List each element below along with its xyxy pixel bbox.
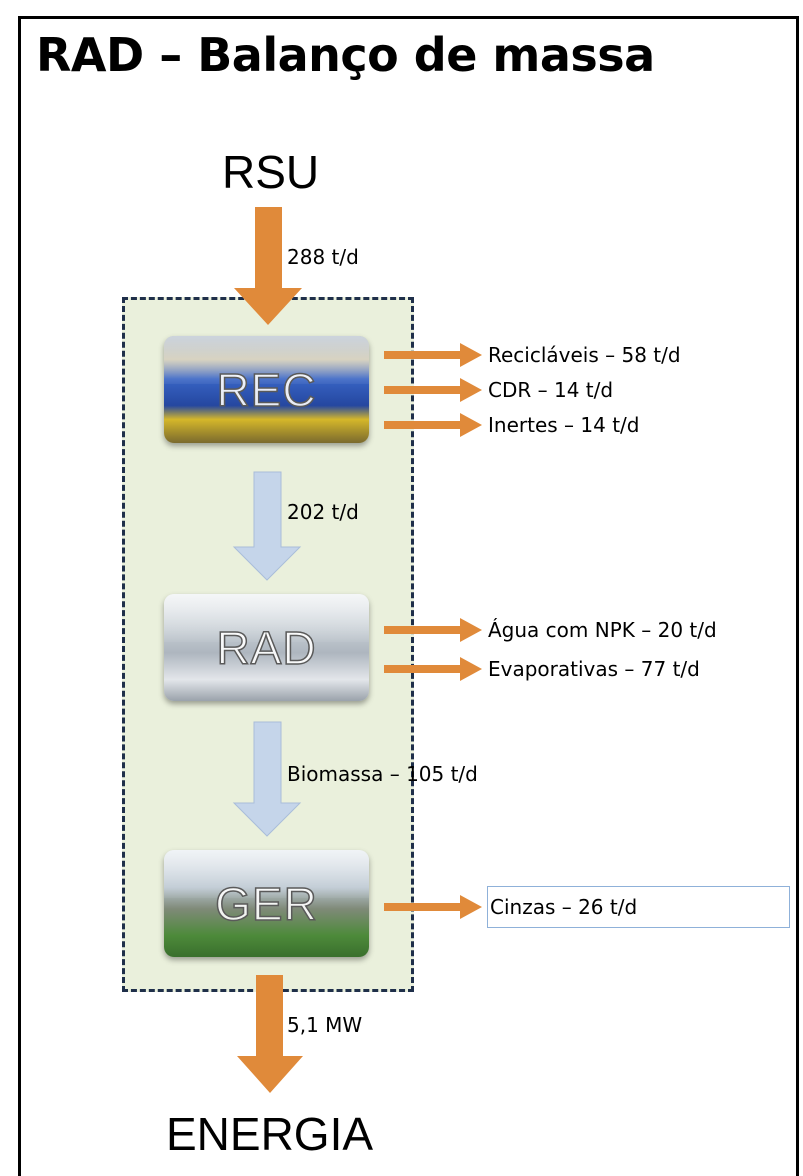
output-evaporativas: Evaporativas – 77 t/d (488, 657, 700, 681)
output-inertes: Inertes – 14 t/d (488, 413, 640, 437)
selected-textbox[interactable] (487, 886, 790, 928)
output-reciclaveis: Recicláveis – 58 t/d (488, 343, 681, 367)
page-title: RAD – Balanço de massa (36, 28, 655, 82)
node-ger: GER (164, 850, 369, 957)
rec-output-arrow-3 (384, 413, 482, 437)
node-rec: REC (164, 336, 369, 443)
rad-to-ger-arrow (232, 721, 302, 837)
rad-output-arrow-1 (384, 618, 482, 642)
rec-output-arrow-2 (384, 378, 482, 402)
output-label-energia: ENERGIA (166, 1108, 374, 1160)
rad-output-arrow-2 (384, 657, 482, 681)
node-gloss (164, 336, 369, 385)
rad-output-arrows (384, 618, 482, 681)
input-label-rsu: RSU (222, 146, 320, 198)
node-gloss (164, 594, 369, 643)
node-rad-label: RAD (216, 621, 317, 675)
flow-label-rec-rad: 202 t/d (287, 500, 359, 524)
node-rad: RAD (164, 594, 369, 701)
input-arrow (234, 207, 302, 325)
output-cdr: CDR – 14 t/d (488, 378, 614, 402)
node-ger-label: GER (214, 877, 318, 931)
rec-output-arrow-1 (384, 343, 482, 367)
node-rec-label: REC (216, 363, 317, 417)
output-cinzas: Cinzas – 26 t/d (490, 895, 638, 919)
flow-label-rsu: 288 t/d (287, 245, 359, 269)
output-agua-npk: Água com NPK – 20 t/d (488, 618, 717, 642)
flow-label-energy: 5,1 MW (287, 1013, 363, 1037)
output-arrow (237, 975, 303, 1093)
flow-label-biomassa: Biomassa – 105 t/d (287, 762, 478, 786)
rec-to-rad-arrow (232, 471, 302, 581)
ger-output-arrow-1 (384, 895, 482, 919)
rec-output-arrows (384, 343, 482, 437)
node-gloss (164, 850, 369, 899)
